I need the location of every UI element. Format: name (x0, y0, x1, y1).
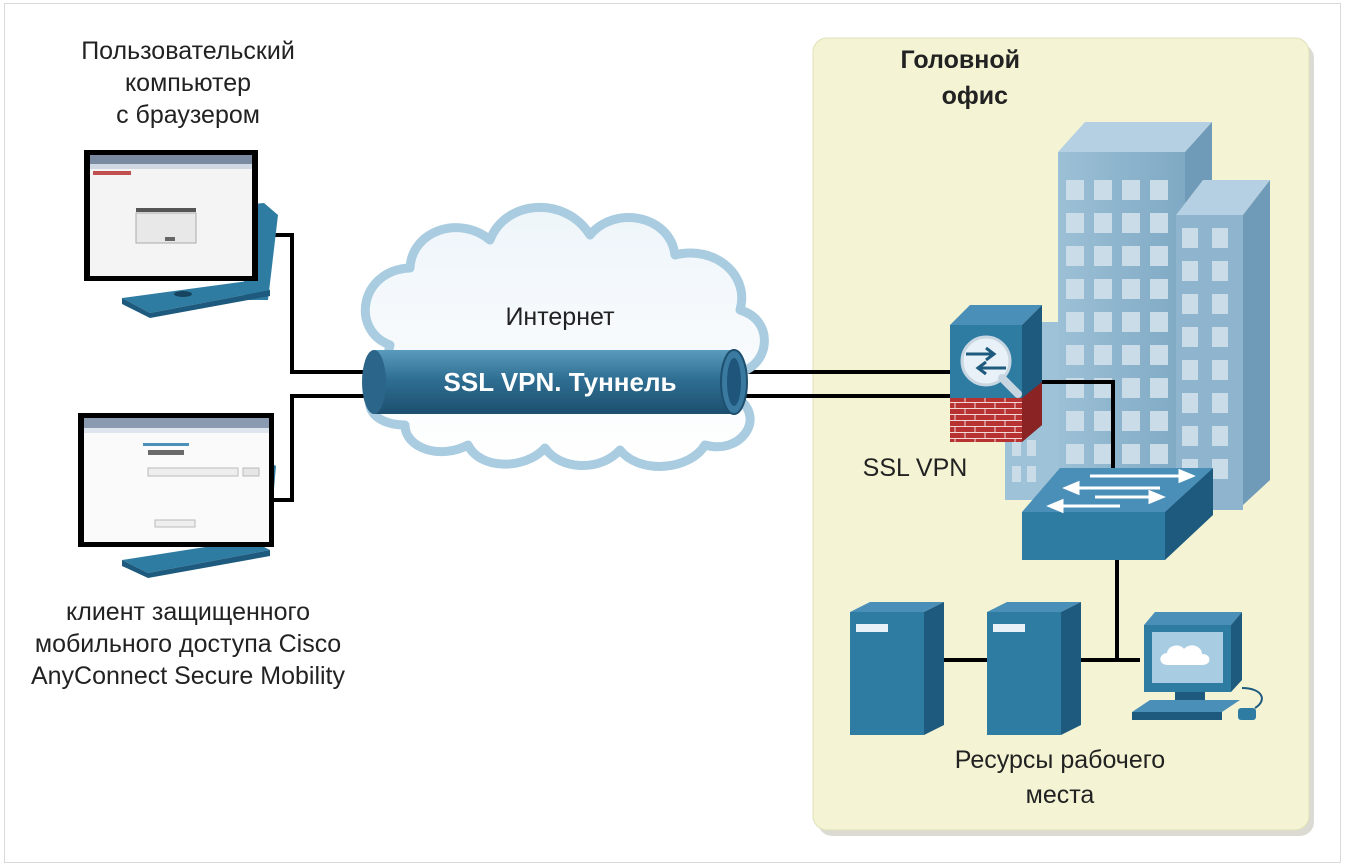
building-window (1094, 411, 1112, 431)
head-office-label-line1: Головной (900, 46, 1020, 74)
building-window (1122, 180, 1140, 200)
building-window (1182, 294, 1198, 314)
building-window (1122, 279, 1140, 299)
building-window (1212, 228, 1228, 248)
building-window (1094, 180, 1112, 200)
firewall-vpn-icon (950, 305, 1042, 442)
tunnel-label: SSL VPN. Туннель (443, 367, 677, 397)
building-window (1182, 360, 1198, 380)
client-label-line2: мобильного доступа Cisco (34, 630, 342, 658)
building-window (1212, 261, 1228, 281)
building-window (1094, 345, 1112, 365)
building-window (1122, 444, 1140, 464)
switch-icon (1022, 468, 1213, 560)
building-window (1182, 228, 1198, 248)
client-label-line1: клиент защищенного (66, 598, 310, 626)
building-window (1066, 213, 1084, 233)
building-window (1182, 393, 1198, 413)
building-window (1150, 180, 1168, 200)
building-window (1212, 459, 1228, 479)
workstation-icon (1132, 612, 1263, 720)
building-window (1094, 246, 1112, 266)
building-window (1094, 312, 1112, 332)
building-icon (1005, 122, 1270, 512)
building-window (1150, 444, 1168, 464)
building-window (1066, 279, 1084, 299)
laptop-icon (78, 413, 276, 578)
cloud-icon (360, 202, 769, 471)
building-window (1066, 345, 1084, 365)
building-window (1122, 246, 1140, 266)
building-window (1182, 327, 1198, 347)
server-icon (850, 602, 944, 735)
building-window (1066, 312, 1084, 332)
internet-label: Интернет (505, 303, 615, 331)
building-window (1182, 426, 1198, 446)
building-window (1150, 378, 1168, 398)
building-window (1212, 294, 1228, 314)
browser-pc-label-line1: Пользовательский (81, 37, 295, 65)
building-window (1212, 360, 1228, 380)
diagram-frame (4, 3, 1341, 863)
server-icon (987, 602, 1081, 735)
building-window (1094, 279, 1112, 299)
resources-label-line2: места (1025, 781, 1095, 809)
resources-label-line1: Ресурсы рабочего (954, 746, 1166, 774)
building-window (1150, 246, 1168, 266)
head-office-label-line2: офис (941, 82, 1008, 110)
building-window (1212, 426, 1228, 446)
building-window (1094, 444, 1112, 464)
building-window (1150, 312, 1168, 332)
building-window (1094, 213, 1112, 233)
building-window (1150, 345, 1168, 365)
building-window (1066, 444, 1084, 464)
browser-pc-label-line3: с браузером (116, 101, 260, 129)
building-window (1150, 411, 1168, 431)
building-window (1182, 261, 1198, 281)
ssl-vpn-label: SSL VPN (862, 454, 968, 482)
laptop-icon (84, 150, 278, 318)
building-window (1212, 327, 1228, 347)
building-window (1150, 213, 1168, 233)
tunnel-pipe-icon (362, 349, 748, 415)
building-window (1066, 246, 1084, 266)
building-window (1150, 279, 1168, 299)
building-window (1066, 180, 1084, 200)
building-window (1212, 393, 1228, 413)
building-window (1066, 411, 1084, 431)
building-window (1122, 213, 1140, 233)
building-window (1122, 411, 1140, 431)
building-window (1122, 312, 1140, 332)
browser-pc-label-line2: компьютер (124, 69, 252, 97)
client-label-line3: AnyConnect Secure Mobility (30, 662, 346, 690)
building-window (1122, 378, 1140, 398)
building-window (1122, 345, 1140, 365)
